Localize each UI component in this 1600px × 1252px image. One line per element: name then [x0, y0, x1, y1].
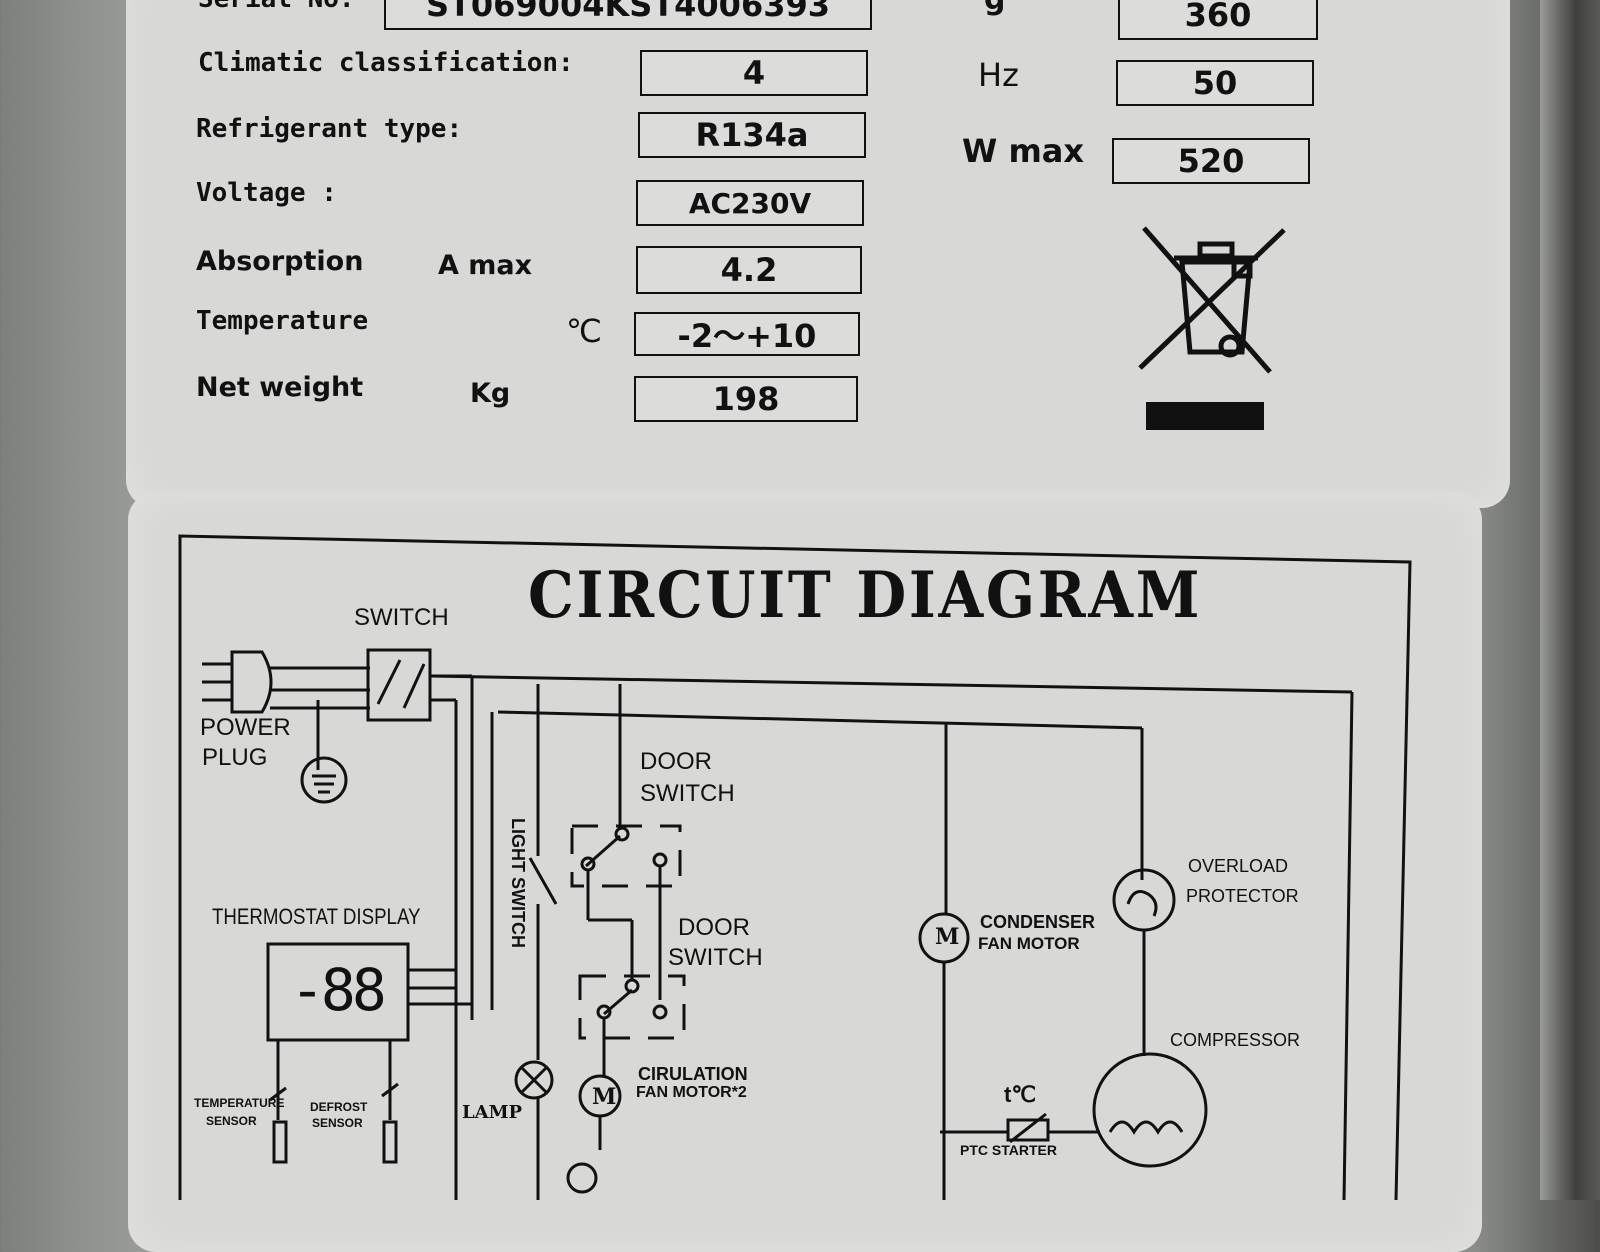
absorption-value: 4.2: [636, 246, 862, 294]
absorption-unit: A max: [438, 250, 533, 281]
circuit-diagram: [178, 534, 1412, 1200]
temperature-label: Temperature: [196, 306, 369, 336]
weight-unit: Kg: [470, 378, 511, 409]
ptc-starter-label: PTC STARTER: [960, 1142, 1057, 1158]
wmax-label: W max: [962, 132, 1085, 170]
defrost-sensor-label-1: DEFROST: [310, 1100, 368, 1114]
cabinet-edge: [1540, 0, 1600, 1200]
g-value: 360: [1118, 0, 1318, 40]
overload-protector-label-2: PROTECTOR: [1186, 886, 1299, 906]
voltage-label: Voltage :: [196, 178, 337, 208]
overload-protector-label-1: OVERLOAD: [1188, 856, 1289, 876]
weee-crossed-bin-icon: [1138, 226, 1286, 430]
thermostat-display-label: THERMOSTAT DISPLAY: [212, 904, 421, 929]
g-label: g: [984, 0, 1005, 17]
hz-value: 50: [1116, 60, 1314, 106]
refrigerant-label: Refrigerant type:: [196, 114, 463, 144]
circulation-fan-label-2: FAN MOTOR*2: [636, 1084, 747, 1101]
light-switch-label: LIGHT SWITCH: [508, 818, 528, 948]
door-switch-2-label-2: SWITCH: [668, 944, 763, 971]
ptc-temperature-label: t℃: [1004, 1082, 1037, 1107]
circulation-fan-motor-symbol: M: [592, 1084, 617, 1110]
condenser-fan-label-2: FAN MOTOR: [978, 934, 1080, 953]
defrost-sensor-label-2: SENSOR: [312, 1116, 363, 1130]
compressor-label: COMPRESSOR: [1170, 1030, 1301, 1050]
hz-label: Hz: [978, 56, 1019, 94]
weight-label: Net weight: [196, 372, 364, 403]
condenser-fan-motor-symbol: M: [935, 924, 960, 950]
temperature-sensor-label-1: TEMPERATURE: [194, 1096, 285, 1110]
absorption-label: Absorption: [196, 246, 364, 277]
lamp-label: LAMP: [462, 1102, 523, 1123]
power-plug-label-2: PLUG: [202, 744, 268, 771]
wmax-value: 520: [1112, 138, 1310, 184]
door-switch-2-label-1: DOOR: [678, 914, 750, 941]
circuit-title: CIRCUIT DIAGRAM: [528, 558, 1203, 633]
temperature-value: -2～+10: [634, 312, 860, 356]
temperature-sensor-label-2: SENSOR: [206, 1114, 257, 1128]
thermostat-display-digits: -88: [290, 956, 387, 1024]
temperature-unit: ℃: [566, 312, 602, 350]
condenser-fan-label-1: CONDENSER: [980, 912, 1096, 932]
voltage-value: AC230V: [636, 180, 864, 226]
circuit-label: [128, 492, 1482, 1252]
switch-label: SWITCH: [354, 604, 449, 631]
circulation-fan-label-1: CIRULATION: [638, 1064, 748, 1084]
power-plug-label-1: POWER: [200, 714, 291, 741]
climatic-label: Climatic classification:: [198, 48, 574, 78]
serial-value: ST069004KST4006393: [384, 0, 872, 30]
weight-value: 198: [634, 376, 858, 422]
climatic-value: 4: [640, 50, 868, 96]
door-switch-1-label-1: DOOR: [640, 748, 712, 775]
serial-label: Serial No:: [198, 0, 355, 14]
door-switch-1-label-2: SWITCH: [640, 780, 735, 807]
refrigerant-value: R134a: [638, 112, 866, 158]
